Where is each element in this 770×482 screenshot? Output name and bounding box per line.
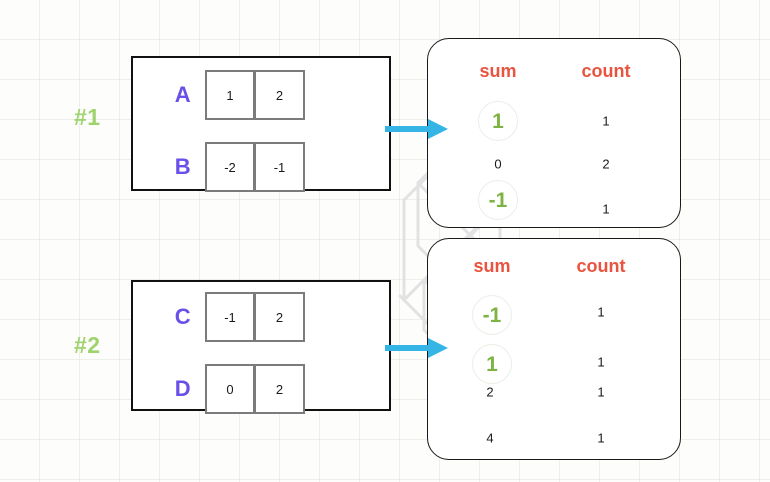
panel1-count-row-1: 2: [602, 156, 610, 172]
cell-c-0: -1: [205, 292, 255, 342]
panel2-count-row-2: 1: [597, 384, 605, 400]
result-panel-1: sum count 1 1 0 2 -1 1: [427, 38, 681, 228]
input-row-c: C -1 2: [161, 292, 305, 342]
panel1-count-row-2: 1: [602, 201, 610, 217]
row-cells-d: 0 2: [205, 364, 305, 414]
panel1-sum-row-0: 1: [478, 101, 518, 141]
panel1-sum-row-1: 0: [494, 156, 502, 172]
panel2-header-count: count: [576, 256, 626, 276]
cell-b-0: -2: [205, 142, 255, 192]
input-block-2: C -1 2 D 0 2: [131, 280, 391, 414]
panel1-header-count: count: [581, 61, 631, 81]
cell-a-1: 2: [255, 70, 305, 120]
panel2-sum-row-0: -1: [472, 295, 512, 335]
cell-b-1: -1: [255, 142, 305, 192]
cell-c-1: 2: [255, 292, 305, 342]
input-row-b: B -2 -1: [161, 142, 305, 192]
panel1-sum-row-2: -1: [478, 180, 518, 220]
input-block-1: A 1 2 B -2 -1: [131, 56, 391, 192]
step-label-1: #1: [74, 104, 101, 130]
panel2-sum-row-3: 4: [486, 430, 494, 446]
row-label-c: C: [174, 304, 192, 329]
panel2-sum-row-2: 2: [486, 384, 494, 400]
panel2-count-row-1: 1: [597, 354, 605, 370]
cell-d-1: 2: [255, 364, 305, 414]
step-label-2: #2: [74, 332, 101, 358]
panel2-header-sum: sum: [473, 256, 511, 276]
row-label-d: D: [174, 376, 192, 401]
cell-d-0: 0: [205, 364, 255, 414]
input-row-d: D 0 2: [161, 364, 305, 414]
panel2-count-row-3: 1: [597, 430, 605, 446]
row-cells-c: -1 2: [205, 292, 305, 342]
cell-a-0: 1: [205, 70, 255, 120]
result-panel-2: sum count -1 1 1 1 2 1 4 1: [427, 238, 681, 460]
row-label-b: B: [174, 154, 192, 179]
panel2-sum-row-1: 1: [472, 344, 512, 384]
row-cells-a: 1 2: [205, 70, 305, 120]
panel1-header-sum: sum: [479, 61, 517, 81]
row-label-a: A: [174, 82, 192, 107]
input-row-a: A 1 2: [161, 70, 305, 120]
row-cells-b: -2 -1: [205, 142, 305, 192]
panel1-count-row-0: 1: [602, 113, 610, 129]
panel2-count-row-0: 1: [597, 304, 605, 320]
